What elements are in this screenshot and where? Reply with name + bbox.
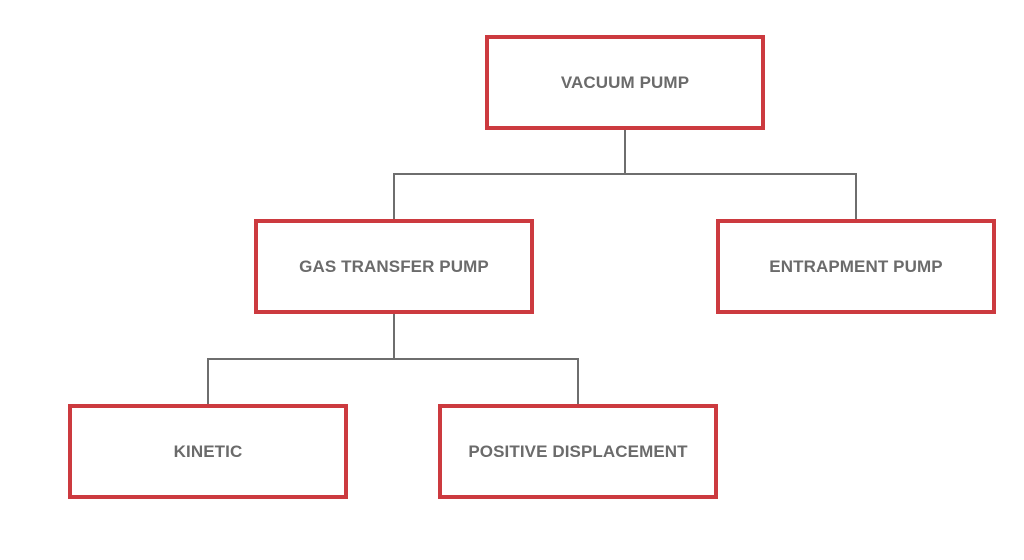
- node-positive-displacement: POSITIVE DISPLACEMENT: [438, 404, 718, 499]
- edge-vacuum-to-entrapment: [625, 173, 857, 219]
- node-gas-transfer-pump: GAS TRANSFER PUMP: [254, 219, 534, 314]
- node-label-positive-displacement: POSITIVE DISPLACEMENT: [468, 441, 688, 461]
- node-vacuum-pump: VACUUM PUMP: [485, 35, 765, 130]
- node-kinetic: KINETIC: [68, 404, 348, 499]
- node-entrapment-pump: ENTRAPMENT PUMP: [716, 219, 996, 314]
- node-label-kinetic: KINETIC: [173, 441, 243, 461]
- edge-vacuum-to-gas-transfer: [393, 130, 626, 219]
- node-label-gas-transfer-pump: GAS TRANSFER PUMP: [299, 256, 489, 276]
- edge-gas-transfer-to-positive-displacement: [394, 358, 579, 404]
- edge-gas-transfer-to-kinetic: [207, 314, 395, 404]
- node-label-entrapment-pump: ENTRAPMENT PUMP: [769, 256, 943, 276]
- node-label-vacuum-pump: VACUUM PUMP: [560, 72, 690, 92]
